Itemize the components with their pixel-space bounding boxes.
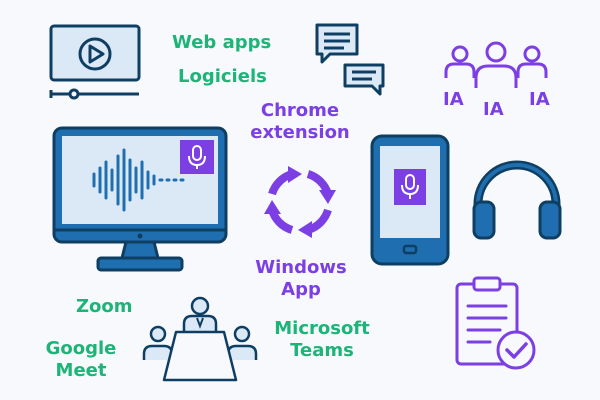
label-chrome-line2: extension (250, 121, 350, 143)
label-teams-line1: Microsoft (274, 318, 370, 339)
label-logiciels: Logiciels (178, 66, 267, 87)
label-google-line2: Meet (55, 359, 107, 381)
label-google-meet: Google Meet (40, 338, 122, 381)
chat-bubbles-icon (314, 22, 386, 96)
label-microsoft-teams: Microsoft Teams (266, 318, 378, 361)
label-teams-line2: Teams (290, 339, 354, 361)
label-zoom: Zoom (76, 296, 133, 317)
label-ia-center: IA (483, 99, 504, 120)
ai-users-group-icon (444, 41, 549, 92)
desktop-monitor-audio-icon (52, 126, 228, 274)
label-windows-line1: Windows (255, 257, 347, 278)
label-ia-left: IA (443, 89, 464, 110)
label-ia-right: IA (529, 89, 550, 110)
video-player-icon (48, 24, 143, 104)
label-web-apps: Web apps (172, 32, 272, 53)
clipboard-check-icon (454, 276, 538, 372)
meeting-table-icon (142, 296, 258, 382)
label-chrome-extension: Chrome extension (243, 100, 357, 143)
smartphone-microphone-icon (370, 134, 450, 268)
label-google-line1: Google (45, 338, 117, 359)
label-windows-app: Windows App (246, 257, 356, 300)
label-windows-line2: App (281, 278, 321, 300)
headphones-icon (472, 160, 562, 242)
label-chrome-line1: Chrome (260, 100, 340, 121)
sync-arrows-icon (262, 164, 338, 240)
